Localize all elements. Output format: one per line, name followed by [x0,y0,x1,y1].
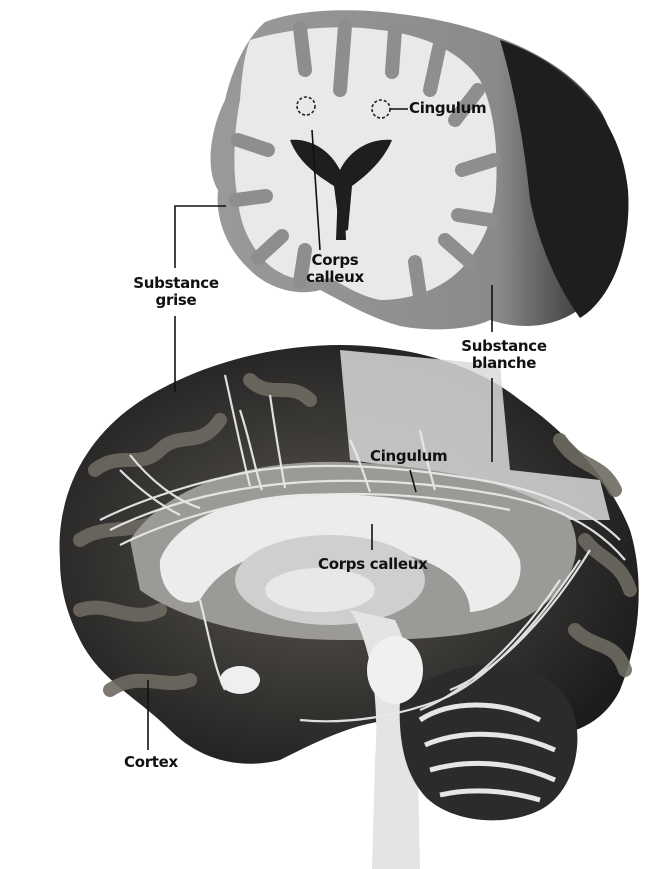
label-substance-grise-line2: grise [128,292,224,309]
coronal-slice [211,10,629,329]
label-corps-calleux-top: Corps calleux [300,252,370,286]
label-substance-blanche-line1: Substance [454,338,554,355]
pituitary [220,666,260,694]
label-cortex: Cortex [124,754,178,771]
sagittal-brain [60,345,639,869]
label-substance-blanche: Substance blanche [454,338,554,372]
label-substance-grise-line1: Substance [128,275,224,292]
leader-substance-grise-up [175,206,226,268]
label-cingulum-bottom: Cingulum [370,448,447,465]
label-substance-blanche-line2: blanche [454,355,554,372]
label-corps-calleux-top-line1: Corps [300,252,370,269]
pons [367,636,423,704]
label-corps-calleux-bottom: Corps calleux [318,556,428,573]
label-corps-calleux-top-line2: calleux [300,269,370,286]
label-substance-grise: Substance grise [128,275,224,309]
thalamus-inner [265,568,375,612]
label-cingulum-top: Cingulum [409,100,486,117]
